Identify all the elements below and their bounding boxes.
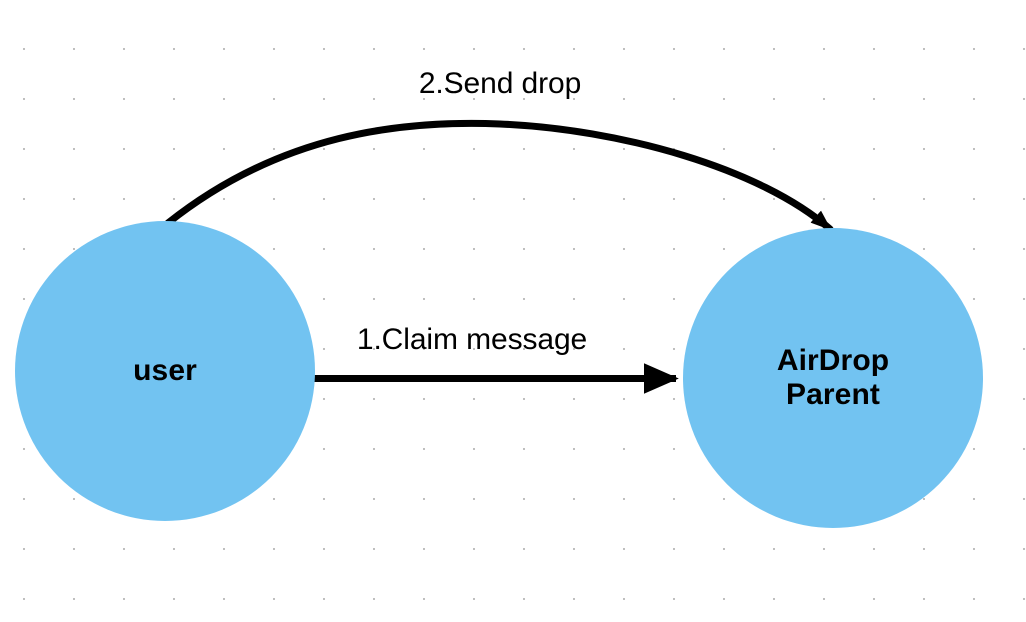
node-user[interactable]: user [15,221,315,521]
edge-label-claim-message: 1.Claim message [356,323,588,356]
node-user-label: user [133,354,197,388]
edge-label-send-drop: 2.Send drop [418,67,582,100]
node-airdrop-parent-label: AirDrop Parent [776,344,890,411]
node-airdrop-parent[interactable]: AirDrop Parent [683,228,983,528]
edge-send-drop [164,119,834,233]
